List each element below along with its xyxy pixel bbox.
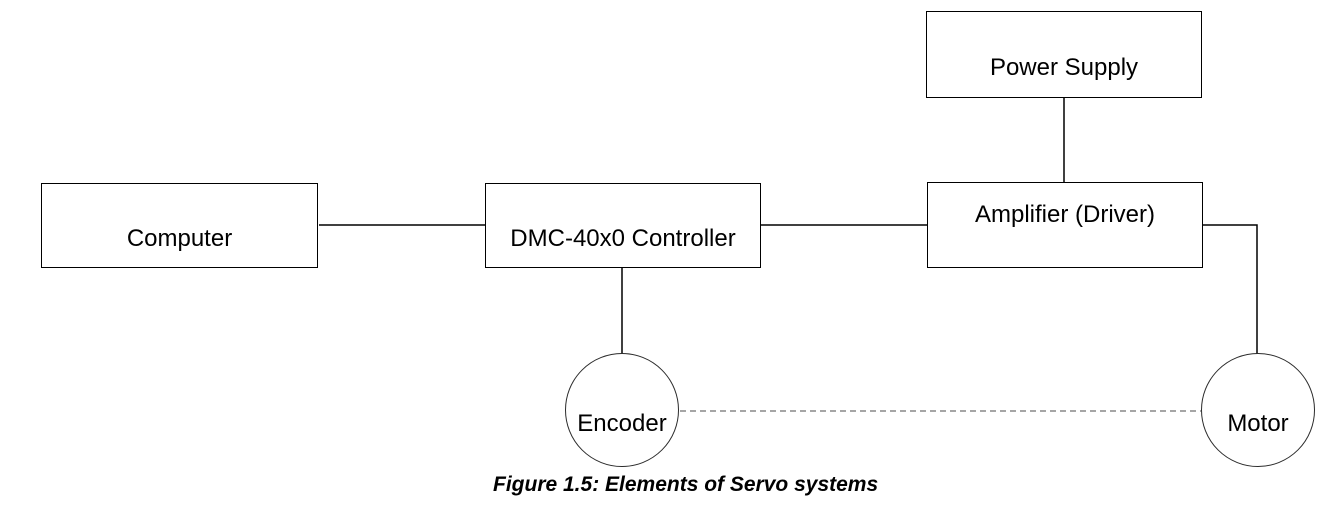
figure-caption: Figure 1.5: Elements of Servo systems xyxy=(493,473,879,496)
computer-box: Computer xyxy=(41,183,318,268)
encoder-label: Encoder xyxy=(577,410,667,437)
amplifier-label: Amplifier (Driver) xyxy=(975,201,1155,228)
encoder-circle: Encoder xyxy=(565,353,679,467)
power-supply-label: Power Supply xyxy=(989,53,1139,81)
motor-circle: Motor xyxy=(1201,353,1315,467)
dmc-controller-label: DMC-40x0 Controller xyxy=(510,224,736,252)
power-supply-box: Power Supply xyxy=(926,11,1202,98)
connector-amplifier-motor xyxy=(1202,224,1258,354)
motor-label: Motor xyxy=(1227,410,1289,437)
amplifier-box: Amplifier (Driver) xyxy=(927,182,1203,268)
dmc-controller-box: DMC-40x0 Controller xyxy=(485,183,761,268)
computer-label: Computer xyxy=(126,224,233,252)
